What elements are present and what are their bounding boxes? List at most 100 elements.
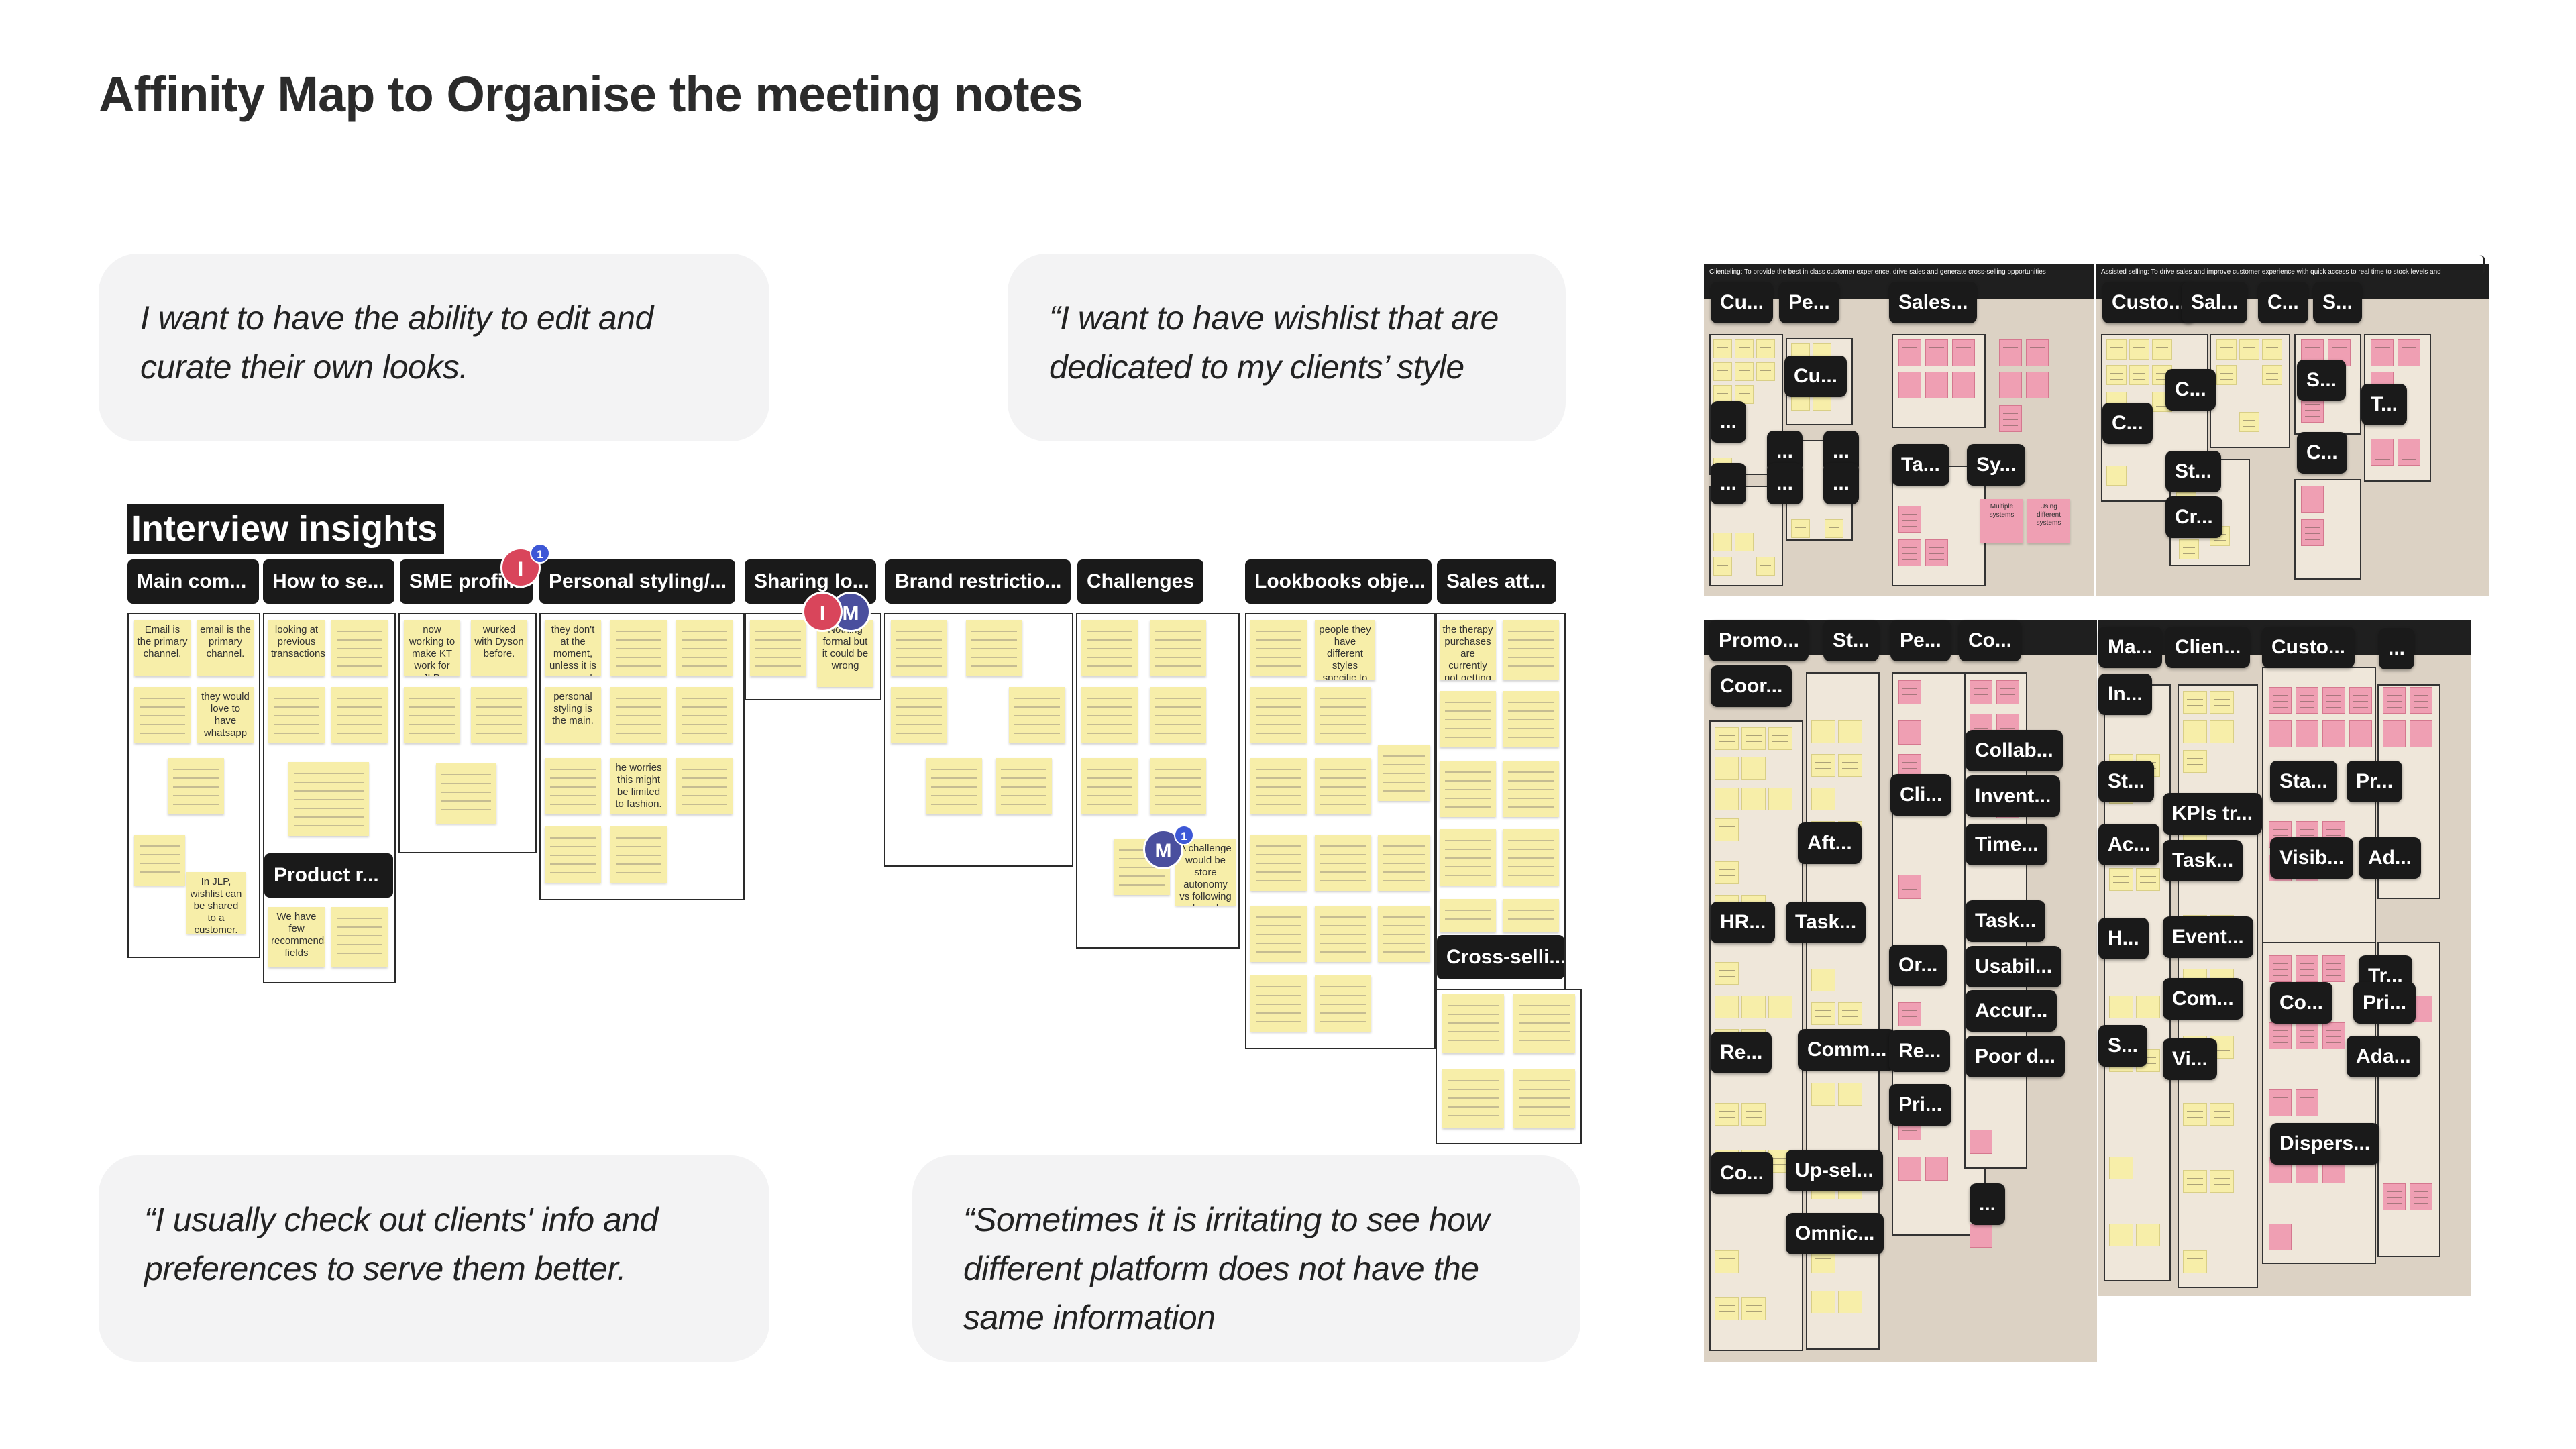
board-tag[interactable]: Sales... xyxy=(1889,282,1978,323)
sticky-note[interactable] xyxy=(331,620,388,676)
board-tag[interactable]: ... xyxy=(1711,463,1747,504)
sticky-note[interactable]: people they have different styles specif… xyxy=(1315,620,1375,680)
sticky-note[interactable] xyxy=(1440,691,1496,747)
sticky-note[interactable]: We have few recommendation fields xyxy=(268,907,325,967)
board-tag[interactable]: ... xyxy=(1711,401,1747,443)
sticky-note[interactable] xyxy=(1150,758,1206,814)
sticky-note[interactable] xyxy=(1150,620,1206,676)
board-tag[interactable]: Dispers... xyxy=(2270,1123,2380,1165)
sticky-note[interactable] xyxy=(1442,994,1504,1053)
sticky-note[interactable] xyxy=(1250,620,1307,676)
board-tag[interactable]: Re... xyxy=(1711,1032,1772,1073)
sticky-note[interactable]: A challenge would be store autonomy vs f… xyxy=(1175,839,1236,906)
sticky-note[interactable] xyxy=(1513,994,1575,1053)
sticky-note[interactable] xyxy=(1440,761,1496,817)
sticky-note[interactable]: Email is the primary channel. xyxy=(134,620,191,676)
column-header-product-recommendations[interactable]: Product r... xyxy=(264,853,393,898)
board-tag[interactable]: Invent... xyxy=(1966,775,2061,817)
board-tag[interactable]: Promo... xyxy=(1709,620,1809,661)
column-header-brand-restrictions[interactable]: Brand restrictio... xyxy=(885,559,1071,604)
board-tag[interactable]: ... xyxy=(2379,628,2415,669)
board-tag[interactable]: S... xyxy=(2098,1025,2148,1067)
sticky-note[interactable]: email is the primary channel. xyxy=(197,620,254,676)
sticky-note[interactable] xyxy=(1378,745,1430,801)
board-tag[interactable]: Cr... xyxy=(2165,496,2222,538)
affinity-board-assisted-selling[interactable]: Assisted selling: To drive sales and imp… xyxy=(2096,264,2489,596)
board-tag[interactable]: C... xyxy=(2297,432,2347,474)
sticky-note[interactable] xyxy=(1250,758,1307,814)
sticky-note[interactable]: they don't at the moment, unless it is p… xyxy=(545,620,601,676)
board-tag[interactable]: Pr... xyxy=(2347,761,2403,802)
column-header-main-communication[interactable]: Main com... xyxy=(127,559,259,604)
board-tag[interactable]: H... xyxy=(2098,918,2149,959)
board-tag[interactable]: HR... xyxy=(1711,902,1776,943)
board-tag[interactable]: Task... xyxy=(2163,840,2243,881)
sticky-note[interactable] xyxy=(891,620,947,676)
sticky-note[interactable] xyxy=(1440,899,1496,932)
column-header-cross-selling[interactable]: Cross-selli... xyxy=(1437,935,1564,979)
sticky-note[interactable] xyxy=(610,620,667,676)
board-tag[interactable]: Pri... xyxy=(2353,982,2416,1024)
sticky-note[interactable] xyxy=(134,835,185,885)
sticky-note[interactable]: wurked with Dyson before. xyxy=(471,620,527,676)
board-tag[interactable]: Re... xyxy=(1889,1030,1951,1072)
sticky-note[interactable] xyxy=(1440,829,1496,885)
sticky-note[interactable]: personal styling is the main. xyxy=(545,687,601,743)
sticky-note[interactable] xyxy=(1009,687,1065,743)
column-header-how-to-serve[interactable]: How to se... xyxy=(263,559,394,604)
sticky-note[interactable] xyxy=(471,687,527,743)
board-tag[interactable]: KPIs tr... xyxy=(2163,793,2263,835)
board-tag[interactable]: Collab... xyxy=(1966,730,2063,771)
sticky-note[interactable] xyxy=(676,620,733,676)
board-tag[interactable]: Usabil... xyxy=(1966,946,2062,987)
column-header-challenges[interactable]: Challenges xyxy=(1077,559,1203,604)
sticky-note[interactable] xyxy=(545,826,601,883)
sticky-note[interactable] xyxy=(966,620,1022,676)
board-tag[interactable]: Poor d... xyxy=(1966,1036,2065,1077)
board-tag[interactable]: Com... xyxy=(2163,978,2243,1020)
board-tag[interactable]: Or... xyxy=(1889,945,1947,986)
board-tag[interactable]: Pe... xyxy=(1779,282,1839,323)
board-tag[interactable]: Visib... xyxy=(2270,837,2354,879)
board-tag[interactable]: Co... xyxy=(2270,982,2332,1024)
board-tag[interactable]: Comm... xyxy=(1798,1029,1896,1071)
board-tag[interactable]: C... xyxy=(2258,282,2308,323)
sticky-note[interactable] xyxy=(1250,687,1307,743)
sticky-note[interactable] xyxy=(676,687,733,743)
sticky-note[interactable] xyxy=(436,763,496,824)
sticky-note[interactable] xyxy=(1503,691,1559,747)
board-tag[interactable]: Pe... xyxy=(1890,620,1951,661)
sticky-note[interactable]: he worries this might be limited to fash… xyxy=(610,758,667,814)
board-tag[interactable]: Time... xyxy=(1966,824,2048,865)
board-tag[interactable]: Coor... xyxy=(1711,665,1792,707)
board-tag[interactable]: ... xyxy=(1767,463,1803,504)
sticky-note[interactable] xyxy=(1378,906,1430,962)
affinity-board-clienteling[interactable]: Clienteling: To provide the best in clas… xyxy=(1704,264,2094,596)
sticky-note[interactable] xyxy=(268,687,325,743)
board-tag[interactable]: ... xyxy=(1823,463,1860,504)
board-tag[interactable]: Cu... xyxy=(1784,356,1847,397)
column-header-personal-styling[interactable]: Personal styling/... xyxy=(539,559,735,604)
sticky-note[interactable]: they would love to have whatsapp xyxy=(197,687,254,743)
board-tag[interactable]: Ma... xyxy=(2098,627,2162,668)
sticky-note[interactable] xyxy=(1081,687,1138,743)
board-tag[interactable]: Task... xyxy=(1786,902,1866,943)
board-tag[interactable]: Accur... xyxy=(1966,990,2057,1032)
sticky-note[interactable]: Using different systems xyxy=(2027,499,2070,543)
board-tag[interactable]: Ac... xyxy=(2098,824,2160,865)
sticky-note[interactable] xyxy=(288,762,369,836)
sticky-note[interactable] xyxy=(168,758,224,814)
sticky-note[interactable] xyxy=(1503,761,1559,817)
sticky-note[interactable] xyxy=(610,687,667,743)
sticky-note[interactable]: Multiple systems xyxy=(1980,499,2023,543)
board-tag[interactable]: Omnic... xyxy=(1786,1213,1884,1254)
sticky-note[interactable] xyxy=(1503,620,1559,680)
board-tag[interactable]: Clien... xyxy=(2165,627,2251,668)
board-tag[interactable]: Vi... xyxy=(2163,1038,2217,1080)
sticky-note[interactable]: looking at previous transactions. xyxy=(268,620,325,676)
sticky-note[interactable] xyxy=(610,826,667,883)
board-tag[interactable]: Event... xyxy=(2163,916,2253,958)
board-tag[interactable]: Sy... xyxy=(1967,444,2026,486)
sticky-note[interactable] xyxy=(1315,835,1371,891)
board-tag[interactable]: ... xyxy=(1970,1183,2006,1225)
